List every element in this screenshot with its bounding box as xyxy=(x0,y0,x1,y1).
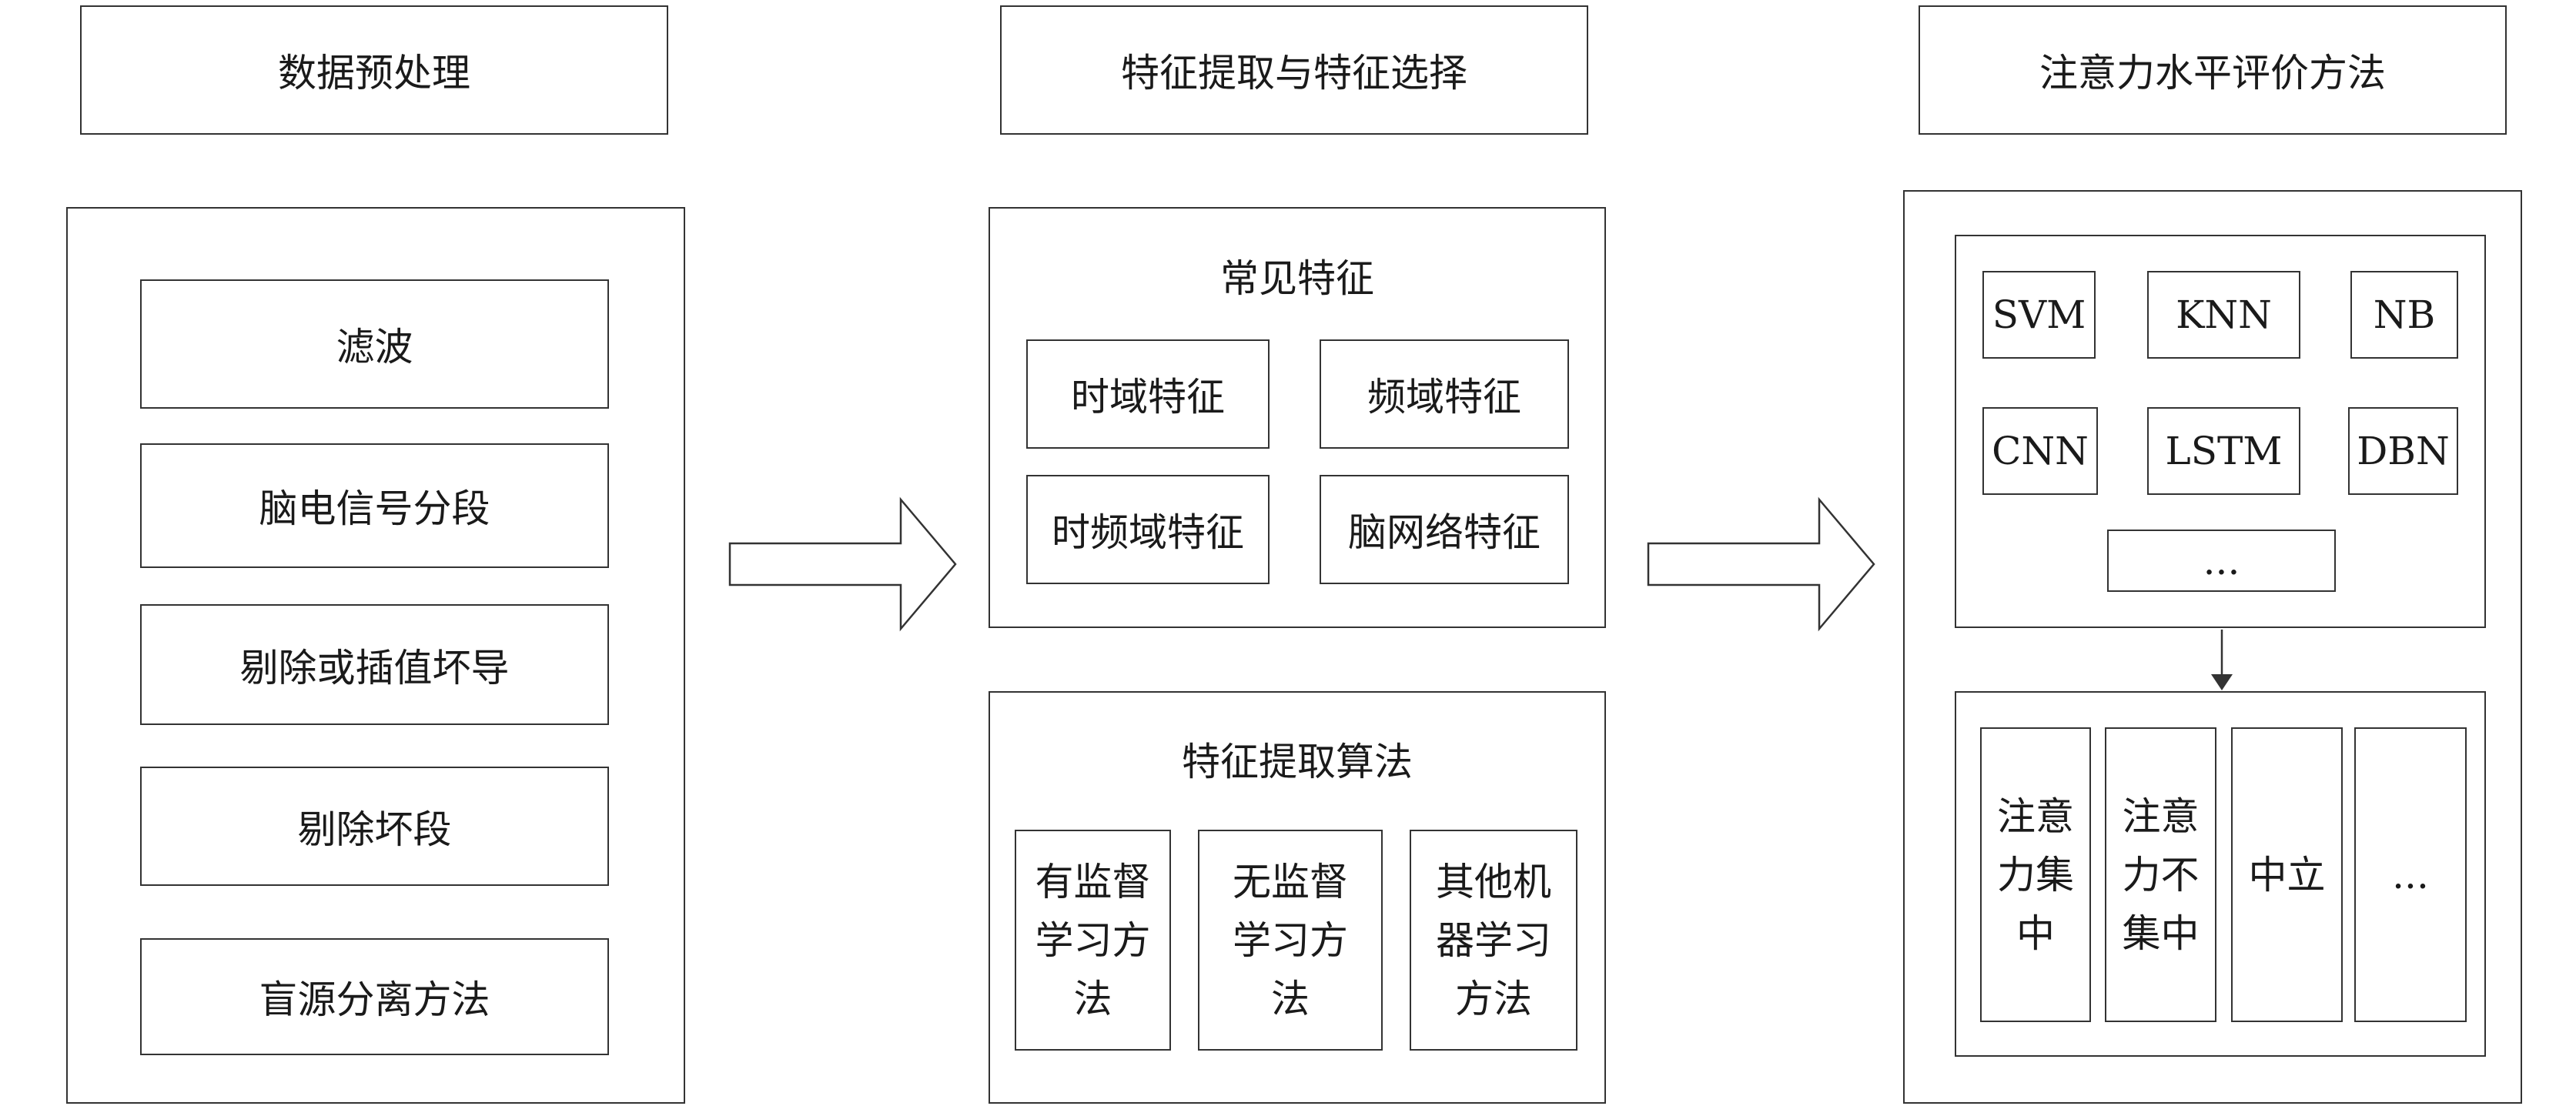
model-label: CNN xyxy=(1992,429,2089,473)
feature-label: 时频域特征 xyxy=(1052,510,1244,555)
algorithm-other-ml: 其他机 器学习 方法 xyxy=(1410,830,1577,1051)
preprocess-step-label: 盲源分离方法 xyxy=(259,977,490,1022)
preprocess-step-label: 剔除或插值坏导 xyxy=(239,645,510,690)
model-more: ... xyxy=(2107,530,2336,592)
preprocess-step-label: 滤波 xyxy=(336,325,413,369)
algorithm-supervised: 有监督 学习方 法 xyxy=(1015,830,1171,1051)
level-label: 注意 力集 中 xyxy=(1997,794,2074,956)
preprocess-step-segment: 脑电信号分段 xyxy=(140,443,609,568)
algorithm-label: 有监督 学习方 法 xyxy=(1035,859,1151,1021)
model-dbn: DBN xyxy=(2348,407,2458,495)
preprocess-step-filter: 滤波 xyxy=(140,279,609,409)
level-focused: 注意 力集 中 xyxy=(1980,727,2091,1022)
model-label: LSTM xyxy=(2165,429,2283,473)
feature-frequency-domain: 频域特征 xyxy=(1320,339,1569,449)
header-features-label: 特征提取与特征选择 xyxy=(1121,51,1467,95)
common-features-title-label: 常见特征 xyxy=(1220,256,1374,301)
model-cnn: CNN xyxy=(1982,407,2098,495)
model-lstm: LSTM xyxy=(2147,407,2300,495)
algorithm-unsupervised: 无监督 学习方 法 xyxy=(1198,830,1383,1051)
feature-algorithms-title: 特征提取算法 xyxy=(989,720,1606,797)
level-label: 中立 xyxy=(2248,852,2326,897)
preprocess-step-label: 剔除坏段 xyxy=(297,807,452,852)
header-preprocess: 数据预处理 xyxy=(80,5,668,135)
arrow-down-icon xyxy=(2211,674,2233,690)
level-neutral: 中立 xyxy=(2231,727,2343,1022)
feature-time-domain: 时域特征 xyxy=(1026,339,1270,449)
algorithm-label: 其他机 器学习 方法 xyxy=(1436,859,1551,1021)
algorithm-label: 无监督 学习方 法 xyxy=(1233,859,1348,1021)
preprocess-step-bad-segments: 剔除坏段 xyxy=(140,767,609,886)
header-preprocess-label: 数据预处理 xyxy=(278,51,470,95)
level-more: ... xyxy=(2354,727,2467,1022)
feature-label: 脑网络特征 xyxy=(1348,510,1541,555)
model-nb: NB xyxy=(2350,271,2458,359)
arrow-right-icon xyxy=(1647,496,1875,632)
model-svm: SVM xyxy=(1982,271,2096,359)
preprocess-step-label: 脑电信号分段 xyxy=(259,486,490,531)
model-label: SVM xyxy=(1992,292,2086,337)
feature-brain-network: 脑网络特征 xyxy=(1320,475,1569,584)
header-features: 特征提取与特征选择 xyxy=(1000,5,1588,135)
feature-label: 频域特征 xyxy=(1367,375,1521,419)
header-evaluation: 注意力水平评价方法 xyxy=(1919,5,2507,135)
arrow-right-icon xyxy=(728,496,957,632)
level-label: 注意 力不 集中 xyxy=(2122,794,2200,956)
preprocess-step-bad-channels: 剔除或插值坏导 xyxy=(140,604,609,725)
feature-algorithms-title-label: 特征提取算法 xyxy=(1182,740,1413,784)
feature-time-frequency: 时频域特征 xyxy=(1026,475,1270,584)
model-label: NB xyxy=(2373,292,2436,337)
feature-label: 时域特征 xyxy=(1071,375,1225,419)
preprocess-step-bss: 盲源分离方法 xyxy=(140,938,609,1055)
model-knn: KNN xyxy=(2147,271,2300,359)
level-unfocused: 注意 力不 集中 xyxy=(2105,727,2216,1022)
model-label: DBN xyxy=(2357,429,2450,473)
level-label: ... xyxy=(2392,852,2429,897)
model-label: ... xyxy=(2203,538,2240,583)
header-evaluation-label: 注意力水平评价方法 xyxy=(2039,51,2386,95)
common-features-title: 常见特征 xyxy=(989,237,1606,314)
model-label: KNN xyxy=(2176,292,2272,337)
